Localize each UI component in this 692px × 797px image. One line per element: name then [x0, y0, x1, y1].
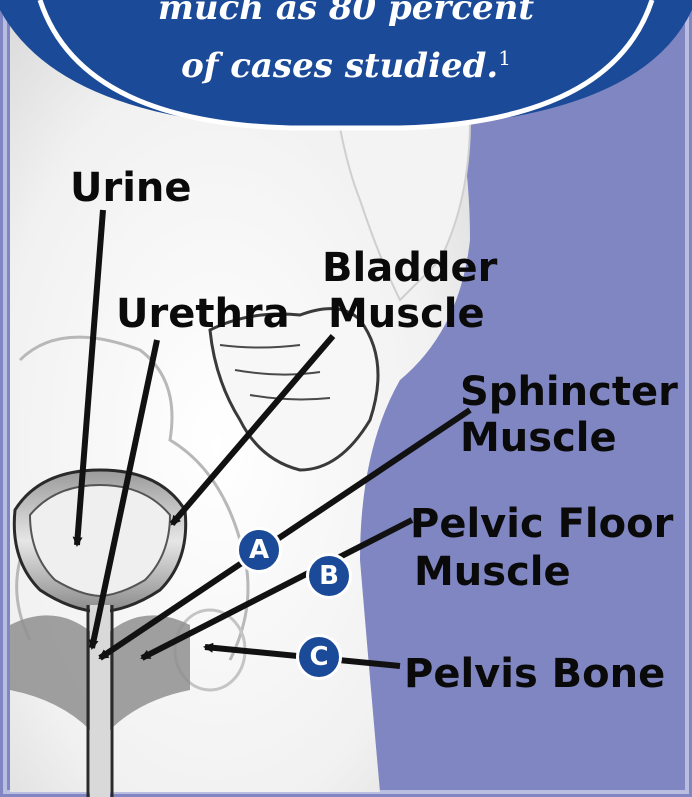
- banner-line-2-text: of cases studied.: [181, 46, 498, 86]
- label-sphincter-line-2: Muscle: [460, 416, 617, 460]
- label-pelvis-bone: Pelvis Bone: [404, 652, 665, 696]
- badge-c: C: [296, 634, 342, 680]
- banner-line-2: of cases studied.1: [60, 38, 632, 86]
- label-urethra: Urethra: [116, 292, 290, 336]
- label-sphincter-line-1: Sphincter: [460, 370, 678, 414]
- label-bladder-line-2: Muscle: [328, 292, 485, 336]
- label-urine: Urine: [70, 166, 192, 210]
- banner-line-1: much as 80 percent: [60, 0, 632, 28]
- label-bladder-line-1: Bladder: [322, 246, 497, 290]
- label-pelvic-floor-line-1: Pelvic Floor: [410, 502, 673, 546]
- badge-a: A: [236, 527, 282, 573]
- banner-footnote: 1: [498, 46, 511, 70]
- label-pelvic-floor-line-2: Muscle: [414, 550, 571, 594]
- badge-b: B: [306, 553, 352, 599]
